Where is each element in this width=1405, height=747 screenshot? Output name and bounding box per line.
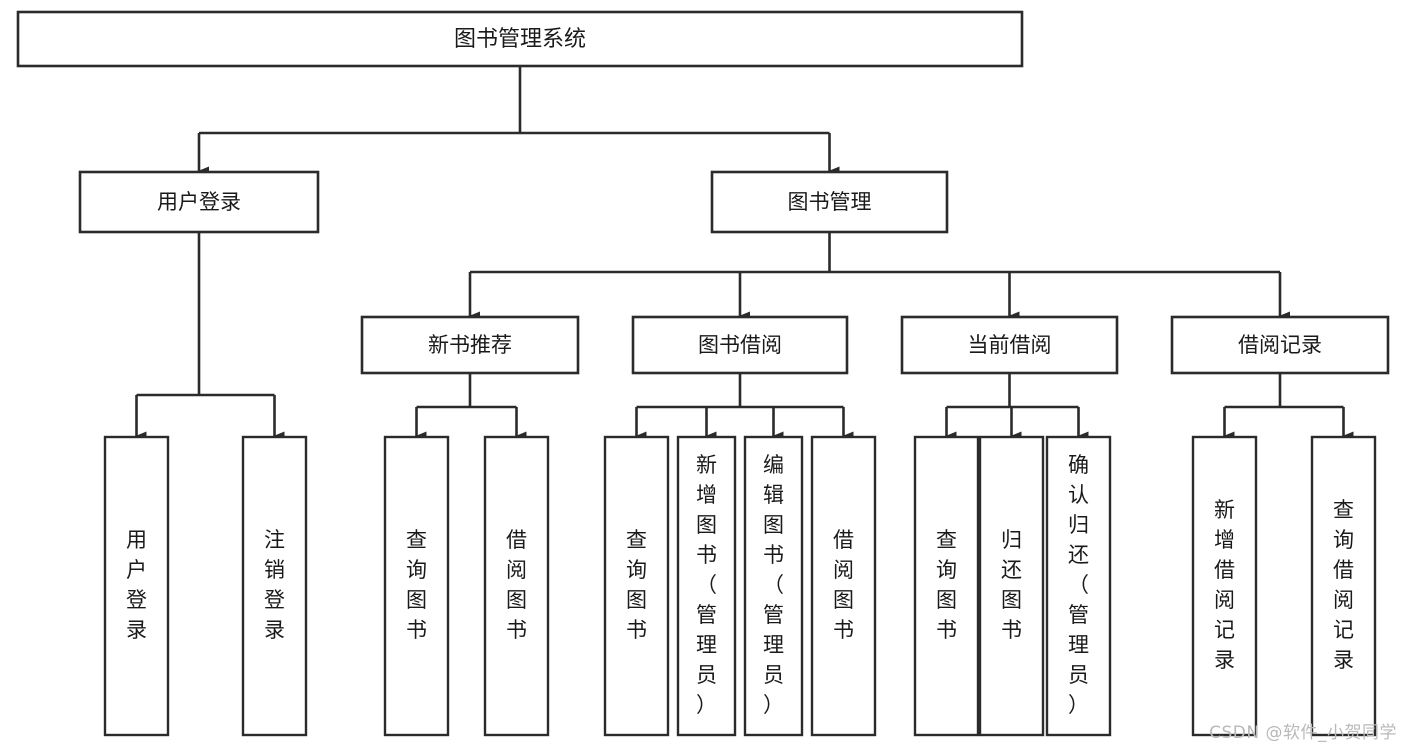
- node-leaf-7[interactable]: 编辑图书（管理员）: [743, 435, 804, 737]
- node-leaf-11[interactable]: 确认归还（管理员）: [1045, 435, 1112, 737]
- node-label: 用户登录: [157, 190, 241, 214]
- node-rect: [913, 435, 980, 737]
- node-rect: [383, 435, 450, 737]
- node-label: 当前借阅: [968, 333, 1052, 357]
- node-label: 归还图书: [1001, 528, 1022, 642]
- node-rect: [241, 435, 308, 737]
- node-label: 查询图书: [406, 528, 427, 642]
- node-rect: [360, 315, 580, 375]
- node-label: 新书推荐: [428, 333, 512, 357]
- node-label: 查询图书: [626, 528, 647, 642]
- node-rect: [483, 435, 550, 737]
- node-label: 用户登录: [126, 528, 147, 642]
- node-label: 新增借阅记录: [1214, 498, 1235, 672]
- node-rect: [676, 435, 737, 737]
- node-leaf-13[interactable]: 查询借阅记录: [1310, 435, 1377, 737]
- node-leaf-6[interactable]: 新增图书（管理员）: [676, 435, 737, 737]
- node-rect: [1310, 435, 1377, 737]
- node-borrow[interactable]: 图书借阅: [631, 315, 849, 375]
- node-leaf-12[interactable]: 新增借阅记录: [1191, 435, 1258, 737]
- node-rect: [16, 10, 1024, 68]
- node-label: 图书借阅: [698, 333, 782, 357]
- node-leaf-8[interactable]: 借阅图书: [810, 435, 877, 737]
- node-rect: [1170, 315, 1390, 375]
- node-rect: [978, 435, 1045, 737]
- node-label: 借阅图书: [833, 528, 854, 642]
- node-newbook[interactable]: 新书推荐: [360, 315, 580, 375]
- node-bookmgmt[interactable]: 图书管理: [710, 170, 949, 234]
- node-label: 借阅记录: [1238, 333, 1322, 357]
- node-root[interactable]: 图书管理系统: [16, 10, 1024, 68]
- node-label: 编辑图书（管理员）: [763, 453, 784, 717]
- node-leaf-9[interactable]: 查询图书: [913, 435, 980, 737]
- node-rect: [900, 315, 1119, 375]
- node-current[interactable]: 当前借阅: [900, 315, 1119, 375]
- node-label: 注销登录: [264, 528, 285, 642]
- node-record[interactable]: 借阅记录: [1170, 315, 1390, 375]
- node-rect: [78, 170, 320, 234]
- node-leaf-3[interactable]: 查询图书: [383, 435, 450, 737]
- node-leaf-10[interactable]: 归还图书: [978, 435, 1045, 737]
- node-rect: [1191, 435, 1258, 737]
- node-rect: [743, 435, 804, 737]
- node-leaf-2[interactable]: 注销登录: [241, 435, 308, 737]
- node-login[interactable]: 用户登录: [78, 170, 320, 234]
- node-rect: [631, 315, 849, 375]
- node-label: 图书管理系统: [454, 27, 586, 52]
- node-rect: [810, 435, 877, 737]
- node-label: 图书管理: [788, 190, 872, 214]
- node-boxes: 图书管理系统用户登录图书管理新书推荐图书借阅当前借阅借阅记录用户登录注销登录查询…: [16, 10, 1390, 737]
- connector-lines: [135, 66, 1354, 441]
- node-rect: [103, 435, 170, 737]
- node-rect: [603, 435, 670, 737]
- node-label: 借阅图书: [506, 528, 527, 642]
- node-leaf-4[interactable]: 借阅图书: [483, 435, 550, 737]
- node-rect: [710, 170, 949, 234]
- node-label: 查询借阅记录: [1333, 498, 1354, 672]
- node-rect: [1045, 435, 1112, 737]
- csdn-watermark: CSDN @软件_小贺同学: [1209, 723, 1397, 743]
- node-leaf-1[interactable]: 用户登录: [103, 435, 170, 737]
- node-label: 确认归还（管理员）: [1068, 453, 1089, 717]
- node-label: 新增图书（管理员）: [696, 453, 717, 717]
- node-label: 查询图书: [936, 528, 957, 642]
- node-leaf-5[interactable]: 查询图书: [603, 435, 670, 737]
